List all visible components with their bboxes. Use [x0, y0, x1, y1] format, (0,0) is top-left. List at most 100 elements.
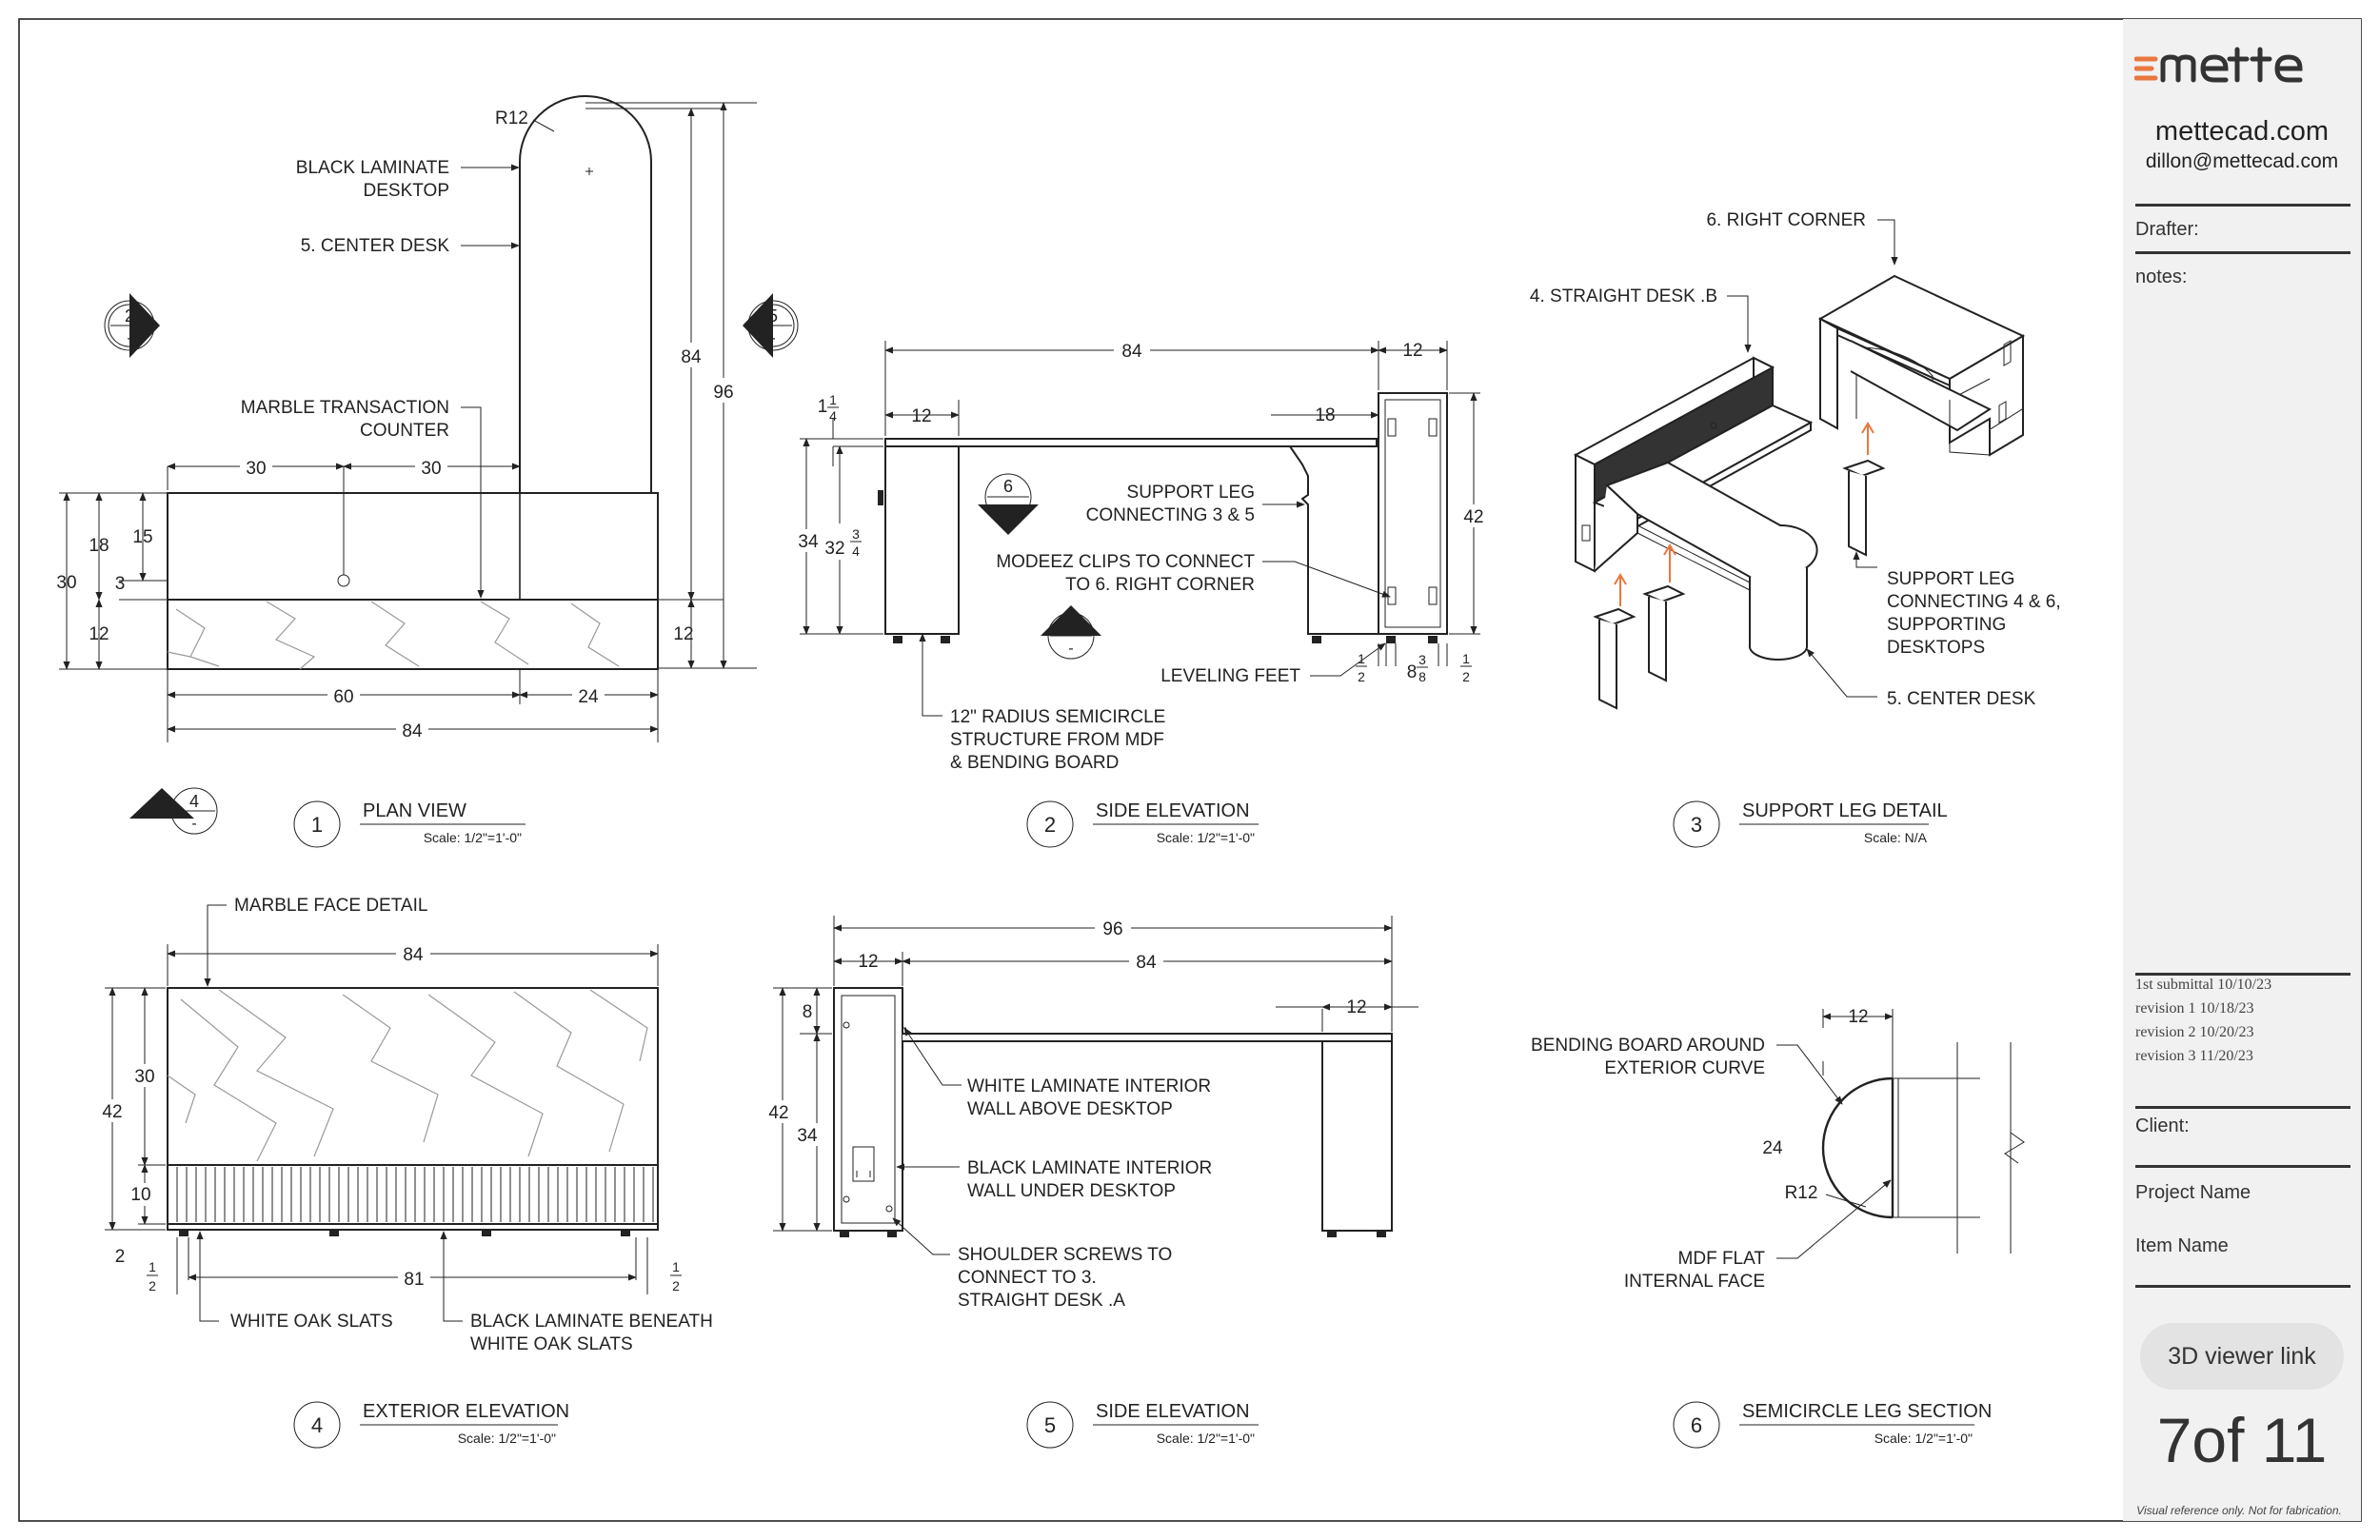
svg-text:1: 1	[311, 813, 323, 837]
marble-veins	[167, 601, 620, 670]
leg-right	[1321, 1040, 1393, 1232]
support-leg-icon	[1593, 607, 1636, 710]
callout-white-laminate-1: WHITE LAMINATE INTERIOR	[967, 1076, 1211, 1096]
support-leg	[1288, 445, 1379, 635]
dim-8: 8	[803, 1002, 813, 1022]
slat-lines	[176, 1167, 654, 1222]
dim-12-top: 12	[1402, 341, 1422, 361]
title-plan-view: 1 PLAN VIEW Scale: 1/2"=1'-0"	[293, 800, 526, 848]
svg-text:4: 4	[311, 1413, 323, 1437]
svg-text:PLAN VIEW: PLAN VIEW	[363, 800, 466, 821]
title-side-elevation-2: 5 SIDE ELEVATION Scale: 1/2"=1'-0"	[1026, 1401, 1259, 1449]
revision-1: revision 1 10/18/23	[2135, 1000, 2254, 1017]
callout-leveling-feet: LEVELING FEET	[1160, 666, 1300, 686]
outlet-icon	[852, 1146, 875, 1182]
site-url[interactable]: mettecad.com	[2154, 116, 2330, 147]
callout-support-leg-1: SUPPORT LEG	[1127, 483, 1255, 503]
svg-text:2: 2	[1462, 669, 1470, 684]
item-name-label: Item Name	[2135, 1235, 2229, 1256]
callout-black-laminate-2: WHITE OAK SLATS	[470, 1334, 633, 1354]
title-semicircle-leg-section: 6 SEMICIRCLE LEG SECTION Scale: 1/2"=1'-…	[1673, 1401, 1992, 1449]
section-marker-5[interactable]: 5 -	[743, 293, 799, 358]
dim-30-depth: 30	[56, 573, 76, 593]
callout-screws-2: CONNECT TO 3.	[958, 1268, 1097, 1288]
center-mark-icon	[585, 168, 593, 175]
dim-12-panel: 12	[858, 952, 878, 972]
semicircle-leg	[884, 445, 960, 635]
svg-text:1: 1	[1358, 651, 1365, 666]
dim-34: 34	[797, 1126, 818, 1146]
svg-text:4: 4	[852, 543, 860, 559]
callout-black-laminate-2: WALL UNDER DESKTOP	[967, 1181, 1176, 1201]
svg-text:2: 2	[1358, 669, 1365, 684]
section-marker-4[interactable]: 4 -	[129, 787, 218, 835]
callout-semicircle-1: 12" RADIUS SEMICIRCLE	[950, 707, 1165, 727]
bending-board-curve	[1821, 1076, 1894, 1219]
dim-2: 2	[115, 1247, 126, 1267]
side-elevation-1: 6 - 6 - 84 12 12 18 34 32 3 4	[794, 339, 1491, 773]
svg-text:Scale: 1/2"=1'-0": Scale: 1/2"=1'-0"	[424, 830, 522, 845]
svg-text:2: 2	[1044, 813, 1056, 837]
callout-semicircle-3: & BENDING BOARD	[950, 753, 1119, 773]
svg-text:4: 4	[829, 408, 837, 424]
svg-text:5: 5	[1044, 1413, 1056, 1437]
marble-counter-top	[167, 492, 659, 601]
dim-81: 81	[404, 1270, 424, 1290]
svg-text:SIDE ELEVATION: SIDE ELEVATION	[1096, 1401, 1250, 1422]
marble-veins	[167, 989, 648, 1162]
drafter-label: Drafter:	[2135, 219, 2199, 240]
callout-desktop-2: DESKTOP	[364, 181, 449, 201]
dim-30-right: 30	[421, 459, 441, 479]
title-side-elevation-1: 2 SIDE ELEVATION Scale: 1/2"=1'-0"	[1026, 800, 1259, 848]
dim-18: 18	[89, 536, 109, 556]
assembly-arrows	[1614, 422, 1874, 606]
project-name-label: Project Name	[2135, 1182, 2251, 1203]
dim-84-height: 84	[681, 347, 702, 367]
callout-desktop-1: BLACK LAMINATE	[296, 158, 449, 178]
dim-12-leg: 12	[911, 406, 931, 426]
svg-text:8: 8	[1418, 669, 1426, 684]
section-marker-6b[interactable]: 6 -	[1041, 605, 1101, 660]
callout-leg46-2: CONNECTING 4 & 6,	[1887, 592, 2061, 612]
support-leg-icon	[1842, 459, 1886, 557]
callout-mdf-2: INTERNAL FACE	[1624, 1272, 1765, 1292]
callout-clips-1: MODEEZ CLIPS TO CONNECT	[996, 552, 1255, 572]
callout-semicircle-2: STRUCTURE FROM MDF	[950, 730, 1164, 750]
callout-center-desk: 5. CENTER DESK	[301, 236, 450, 256]
svg-text:1: 1	[829, 392, 837, 407]
dim-42: 42	[102, 1102, 122, 1122]
callout-clips-2: TO 6. RIGHT CORNER	[1065, 575, 1255, 595]
section-marker-2[interactable]: 2 -	[104, 293, 160, 358]
svg-text:SIDE ELEVATION: SIDE ELEVATION	[1096, 800, 1250, 821]
svg-text:SEMICIRCLE LEG SECTION: SEMICIRCLE LEG SECTION	[1742, 1401, 1992, 1422]
marble-counter-face	[167, 599, 659, 670]
section-marker-6a[interactable]: 6 -	[978, 473, 1039, 535]
desktop-slab	[884, 438, 1378, 447]
svg-text:-: -	[1068, 641, 1073, 657]
svg-text:3: 3	[1418, 652, 1426, 667]
dim-84-width: 84	[402, 721, 423, 741]
callout-leg46-3: SUPPORTING	[1887, 615, 2006, 635]
svg-text:3: 3	[852, 526, 860, 542]
dim-12: 12	[1848, 1007, 1868, 1027]
divider	[2135, 973, 2350, 976]
viewer-link-button[interactable]: 3D viewer link	[2140, 1323, 2344, 1390]
callout-straight-desk: 4. STRAIGHT DESK .B	[1530, 286, 1717, 306]
revision-3: revision 3 11/20/23	[2135, 1048, 2253, 1064]
svg-text:8: 8	[1407, 662, 1418, 682]
title-exterior-elevation: 4 EXTERIOR ELEVATION Scale: 1/2"=1'-0"	[293, 1401, 569, 1449]
svg-text:Scale: 1/2"=1'-0": Scale: 1/2"=1'-0"	[1157, 830, 1255, 845]
dim-30-left: 30	[246, 459, 266, 479]
dim-84: 84	[403, 945, 424, 965]
sheet-border	[18, 18, 2362, 1522]
contact-email[interactable]: dillon@mettecad.com	[2145, 150, 2339, 172]
svg-text:6: 6	[1691, 1413, 1702, 1437]
svg-text:1: 1	[818, 397, 828, 417]
marker-4-num: 4	[189, 792, 199, 811]
callout-black-laminate-1: BLACK LAMINATE INTERIOR	[967, 1158, 1212, 1178]
svg-text:Scale: 1/2"=1'-0": Scale: 1/2"=1'-0"	[1157, 1431, 1255, 1446]
divider	[2135, 1165, 2350, 1168]
support-leg-detail: 6. RIGHT CORNER 4. STRAIGHT DESK .B SUPP…	[1530, 210, 2061, 710]
divider	[2135, 251, 2350, 254]
dim-96-height: 96	[713, 383, 733, 403]
